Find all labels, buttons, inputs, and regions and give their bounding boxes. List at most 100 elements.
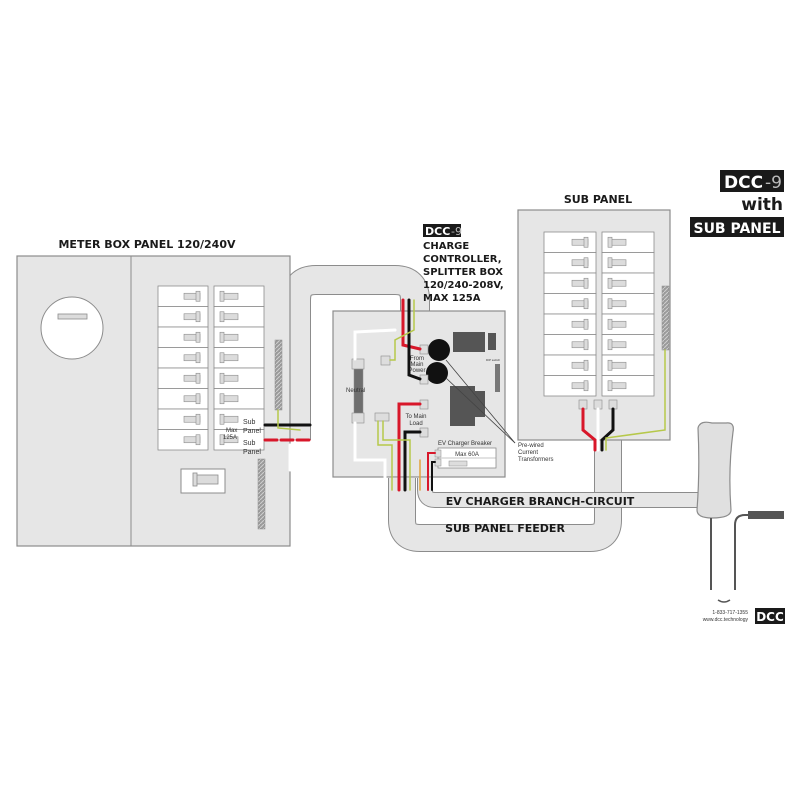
ev-breaker-label: EV Charger Breaker xyxy=(438,441,492,447)
sub-breaker-handle xyxy=(609,300,627,308)
meter-box-label: METER BOX PANEL 120/240V xyxy=(58,238,235,251)
wire-black-from-main xyxy=(407,298,422,381)
main-breaker-slot xyxy=(157,367,209,389)
wire-red-sub xyxy=(581,407,597,452)
meter-window xyxy=(57,313,88,320)
sub-breakers xyxy=(543,231,655,397)
title-block: DCC -9 with SUB PANEL xyxy=(690,170,784,237)
ct-label-1: Pre-wired xyxy=(518,443,544,449)
subtitle-badge-bg xyxy=(690,217,784,237)
sub-breaker-cap xyxy=(607,359,613,371)
main-breaker-slot xyxy=(157,388,209,410)
title-model: -9 xyxy=(765,173,782,193)
sub-breaker-cap xyxy=(583,380,589,392)
ev-charger xyxy=(696,421,784,603)
sub-breaker-handle xyxy=(609,382,627,390)
conduits: EV CHARGER BRANCH-CIRCUIT SUB PANEL FEED… xyxy=(281,265,700,552)
title-product: DCC xyxy=(724,173,763,193)
ev-breaker-terminal-2 xyxy=(434,458,442,467)
ev-charger-cable-2 xyxy=(734,514,784,590)
ct-label-2: Current xyxy=(518,450,538,456)
ev-breaker-terminal-1 xyxy=(434,449,442,458)
title-badge-bg xyxy=(720,170,784,192)
controller-line-2: CONTROLLER, xyxy=(423,254,502,265)
sub-panel: SUB PANEL xyxy=(517,193,671,441)
controller-line-1: CHARGE xyxy=(423,241,469,252)
controller-badge-model: -9 xyxy=(451,225,462,238)
main-breaker-handle xyxy=(221,333,239,341)
sub-feeder-conduit xyxy=(389,440,621,551)
dip-switch-header xyxy=(495,364,500,392)
main-breaker-slot xyxy=(157,347,209,369)
sub-breaker-cap xyxy=(583,318,589,330)
dcc-logo-bg xyxy=(755,608,785,624)
main-breaker-cap xyxy=(219,352,225,364)
title-subtitle: SUB PANEL xyxy=(693,221,780,237)
from-main-label-2: Main xyxy=(410,362,423,368)
main-breaker-cap xyxy=(195,434,201,446)
main-breaker-cap xyxy=(195,311,201,323)
wire-black-sub xyxy=(600,407,615,452)
max-value: 125A xyxy=(223,435,237,441)
sub-panel-label-1: Sub xyxy=(243,419,256,426)
wire-white-neutral-out xyxy=(353,421,387,492)
main-breaker-handle xyxy=(221,313,239,321)
controller-line-5: MAX 125A xyxy=(423,293,481,304)
sub-breaker-cap xyxy=(607,380,613,392)
website: www.dcc.technology xyxy=(703,617,749,623)
meter-icon xyxy=(40,296,104,360)
dip-switch-label: DIP switch xyxy=(486,358,500,362)
ev-breaker-handle xyxy=(448,460,468,467)
controller-line-3: SPLITTER BOX xyxy=(423,267,503,278)
controller-badge-bg xyxy=(423,224,461,237)
ev-charger-unit xyxy=(696,421,734,519)
wire-ground-main xyxy=(277,409,301,431)
ev-cable-loop xyxy=(717,599,731,603)
sub-breaker-cap xyxy=(583,298,589,310)
sub-breaker-cap xyxy=(583,236,589,248)
wire-ground-controller xyxy=(389,299,415,361)
contactor-relay-side xyxy=(470,391,485,417)
sub-breaker-slot xyxy=(601,375,655,397)
sub-panel-label-1b: Panel xyxy=(243,428,261,435)
ground-bar xyxy=(274,339,283,411)
neutral-bar xyxy=(257,458,266,530)
to-main-label-2: Load xyxy=(409,421,422,427)
wire-red-ev xyxy=(427,452,436,491)
sub-breaker-cap xyxy=(607,257,613,269)
neutral-terminal-bottom xyxy=(351,412,365,424)
meter-box-panel: METER BOX PANEL 120/240V Sub Panel Sub P… xyxy=(16,238,291,547)
wire-black-ev xyxy=(431,461,436,491)
max-label: Max xyxy=(226,428,237,434)
ev-charger-plug xyxy=(748,511,784,519)
sub-breaker-cap xyxy=(607,277,613,289)
wire-red-to-load xyxy=(397,402,422,492)
sub-breaker-handle xyxy=(609,361,627,369)
ev-breaker-max: Max 60A xyxy=(455,452,479,458)
main-breaker-cap xyxy=(219,434,225,446)
main-breaker-handle xyxy=(221,415,239,423)
ct-ring-2 xyxy=(426,362,448,384)
neutral-terminal-top xyxy=(351,358,365,370)
controller-line-4: 120/240-208V, xyxy=(423,280,504,291)
sub-breaker-cap xyxy=(583,257,589,269)
sub-breaker-handle xyxy=(609,320,627,328)
main-breaker-handle xyxy=(221,374,239,382)
wire-red-from-main xyxy=(401,298,422,351)
main-breakers xyxy=(157,285,265,451)
ground-terminal-bottom xyxy=(374,412,390,422)
sub-panel-label-2b: Panel xyxy=(243,449,261,456)
main-breaker-slot xyxy=(157,429,209,451)
sub-breaker-cap xyxy=(607,339,613,351)
dcc-logo: DCC xyxy=(756,610,784,624)
main-breaker-handle xyxy=(221,354,239,362)
main-breaker-cap xyxy=(219,311,225,323)
sub-breaker-handle xyxy=(609,259,627,267)
sub-breaker-cap xyxy=(583,359,589,371)
sub-feeder-label: SUB PANEL FEEDER xyxy=(445,522,565,535)
neutral-label: Neutral xyxy=(346,388,365,394)
controller-badge-product: DCC xyxy=(425,225,450,238)
ct-ring-1 xyxy=(428,339,450,361)
main-breaker-cap xyxy=(195,393,201,405)
